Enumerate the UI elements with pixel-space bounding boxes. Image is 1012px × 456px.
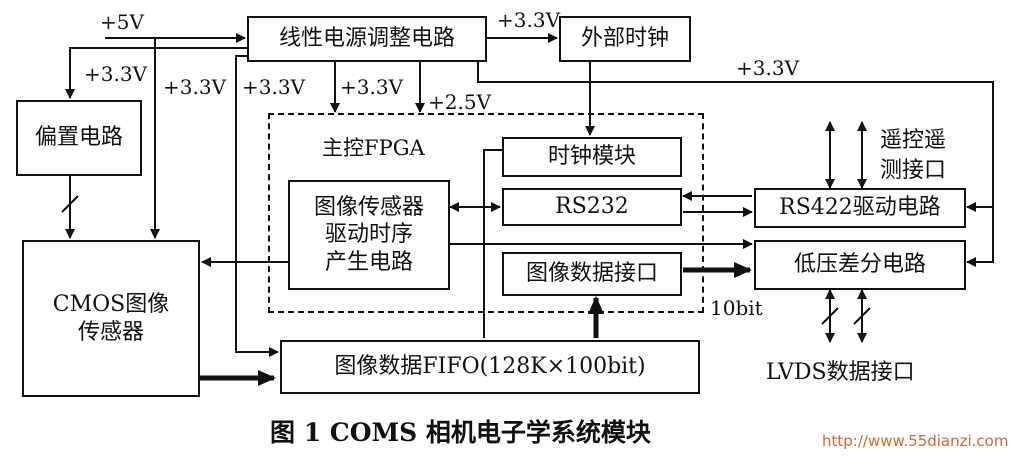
- sensor-driver-block: 图像传感器 驱动时序 产生电路: [288, 180, 450, 290]
- figure-caption: 图 1 COMS 相机电子学系统模块: [270, 418, 651, 447]
- fpga-label: 主控FPGA: [322, 136, 425, 160]
- fpga-region: [268, 113, 704, 313]
- fifo-label: 图像数据FIFO(128K×100bit): [334, 354, 646, 380]
- clock-module-block: 时钟模块: [502, 137, 682, 177]
- image-interface-label: 图像数据接口: [525, 261, 658, 287]
- clock-module-label: 时钟模块: [547, 144, 636, 170]
- rs232-label: RS232: [555, 194, 629, 220]
- label-3v3-cmos: +3.3V: [163, 75, 227, 99]
- remote-interface-label-line1: 遥控遥: [880, 128, 947, 153]
- power-regulator-label: 线性电源调整电路: [278, 26, 455, 52]
- rs422-block: RS422驱动电路: [754, 188, 966, 228]
- cmos-sensor-label-line2: 传感器: [77, 319, 144, 345]
- cmos-sensor-block: CMOS图像 传感器: [22, 240, 200, 397]
- watermark: http://www.55dianzi.com: [822, 432, 1009, 450]
- label-2v5-fpga: +2.5V: [428, 90, 492, 114]
- external-clock-label: 外部时钟: [580, 26, 669, 52]
- label-3v3-fpga: +3.3V: [340, 75, 404, 99]
- sensor-driver-line2: 驱动时序: [324, 222, 413, 248]
- image-interface-block: 图像数据接口: [502, 252, 682, 296]
- label-5v: +5V: [100, 10, 144, 34]
- external-clock-block: 外部时钟: [559, 16, 691, 62]
- bias-circuit-block: 偏置电路: [16, 100, 142, 176]
- lvds-interface-label: LVDS数据接口: [766, 360, 915, 385]
- label-3v3-fifo: +3.3V: [242, 75, 306, 99]
- label-3v3-rail: +3.3V: [736, 56, 800, 80]
- remote-interface-label-line2: 测接口: [880, 158, 947, 183]
- fifo-block: 图像数据FIFO(128K×100bit): [280, 340, 700, 394]
- bias-circuit-label: 偏置电路: [34, 125, 123, 151]
- rs422-label: RS422驱动电路: [779, 195, 941, 221]
- label-3v3-clock: +3.3V: [497, 8, 561, 32]
- cmos-sensor-label-line1: CMOS图像: [52, 292, 170, 317]
- lvds-circuit-label: 低压差分电路: [793, 252, 926, 278]
- rs232-block: RS232: [502, 188, 682, 226]
- label-3v3-bias: +3.3V: [84, 62, 148, 86]
- lvds-circuit-block: 低压差分电路: [754, 240, 966, 290]
- power-regulator-block: 线性电源调整电路: [247, 16, 487, 62]
- sensor-driver-line1: 图像传感器: [313, 194, 424, 220]
- bits-label: 10bit: [710, 296, 763, 320]
- sensor-driver-line3: 产生电路: [324, 249, 413, 275]
